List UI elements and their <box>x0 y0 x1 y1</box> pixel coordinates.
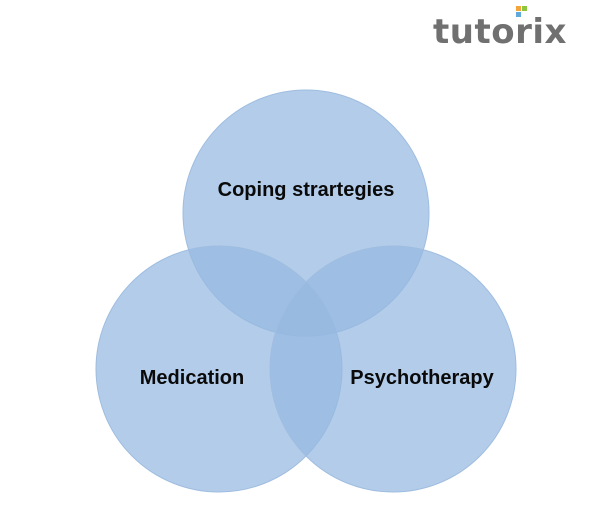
psychotherapy-label: Psychotherapy <box>350 367 494 389</box>
logo-square-green <box>522 6 527 11</box>
psychotherapy-circle <box>269 245 517 493</box>
venn-circles <box>95 89 517 493</box>
logo-text: tutorix <box>433 12 567 52</box>
coping-strategies-label: Coping strartegies <box>218 179 395 201</box>
logo-square-blue <box>516 12 521 17</box>
venn-labels: Coping strartegies Medication Psychother… <box>140 179 495 389</box>
tutorix-logo: tutorix <box>433 6 567 52</box>
logo-square-orange <box>516 6 521 11</box>
medication-label: Medication <box>140 367 244 389</box>
